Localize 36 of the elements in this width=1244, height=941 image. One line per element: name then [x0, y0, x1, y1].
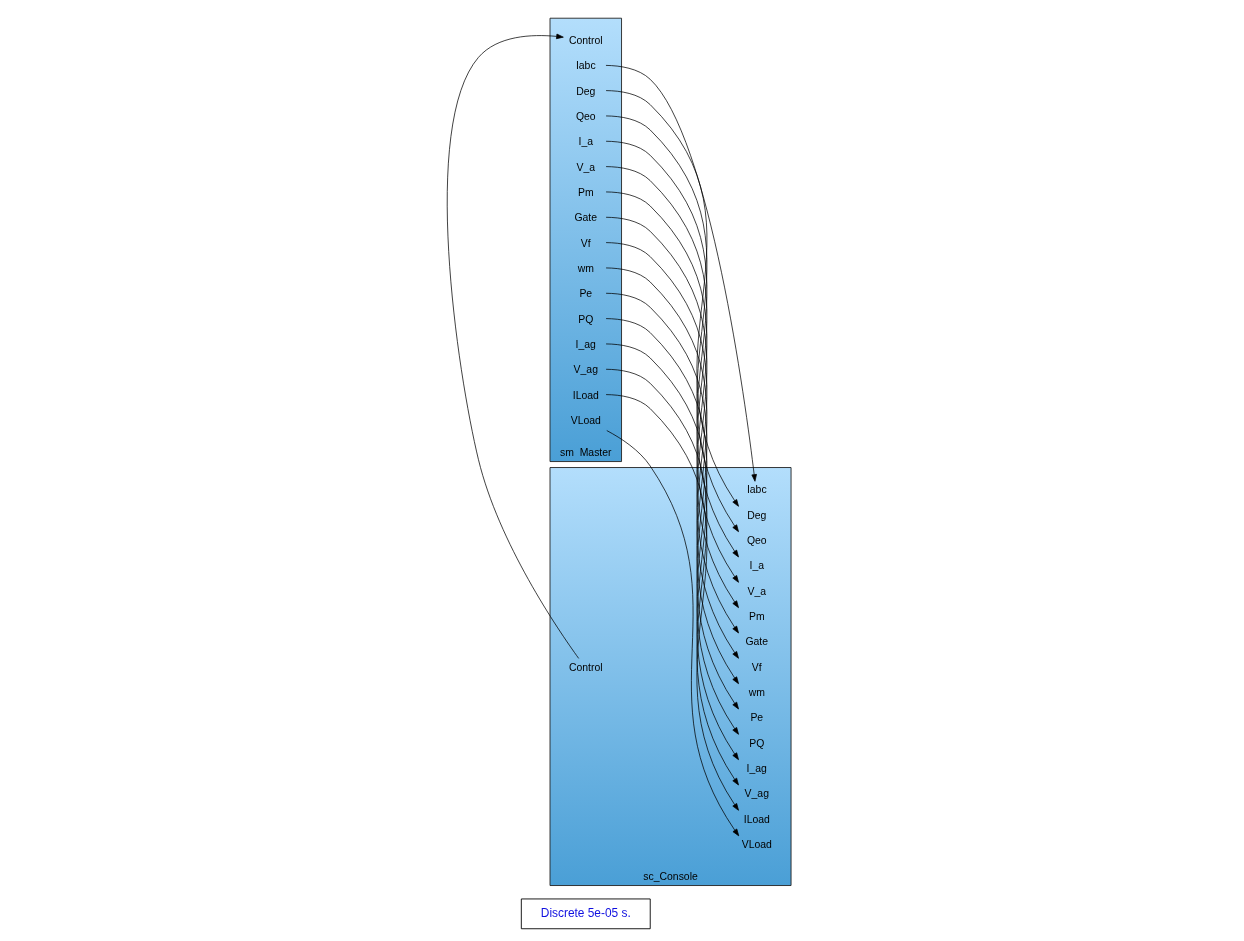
node-text: Deg: [747, 509, 767, 521]
node-text: V_ag: [573, 364, 598, 376]
node-text: Gate: [745, 636, 769, 648]
node-text: ILoad: [743, 813, 770, 825]
node-text: Vf: [580, 237, 591, 249]
node-text: PQ: [578, 313, 594, 325]
node-text: Deg: [576, 85, 596, 97]
arrow: [606, 430, 740, 837]
node-text: PQ: [749, 737, 765, 749]
node-text: Control: [568, 35, 603, 47]
node-text: Pe: [750, 712, 764, 724]
node-text: VLoad: [741, 839, 772, 851]
node-text: Control: [568, 661, 603, 673]
node-text: I_ag: [575, 339, 596, 351]
node-text: Qeo: [746, 535, 767, 547]
arrow: [605, 65, 757, 482]
node-text: ILoad: [572, 389, 599, 401]
node-text: VLoad: [570, 415, 601, 427]
node-text: Pm: [748, 611, 765, 623]
node-text: Gate: [574, 212, 598, 224]
node-text: Pe: [579, 288, 593, 300]
node-text: V_ag: [744, 788, 769, 800]
node-text: Iabc: [746, 484, 767, 496]
node-text: Vf: [751, 661, 762, 673]
node-text: V_a: [747, 585, 767, 597]
node-box: Discrete 5e-05 s.: [520, 898, 651, 930]
node-text: I_ag: [746, 763, 767, 775]
node-text: Pm: [577, 187, 594, 199]
node-text: wm: [748, 687, 765, 699]
node-text: I_a: [578, 136, 594, 148]
node-text: wm: [577, 263, 594, 275]
arrow: [446, 33, 580, 659]
node-text: V_a: [576, 161, 596, 173]
node-text: I_a: [749, 560, 765, 572]
node-text: Iabc: [575, 60, 596, 72]
node-text: Qeo: [575, 111, 596, 123]
